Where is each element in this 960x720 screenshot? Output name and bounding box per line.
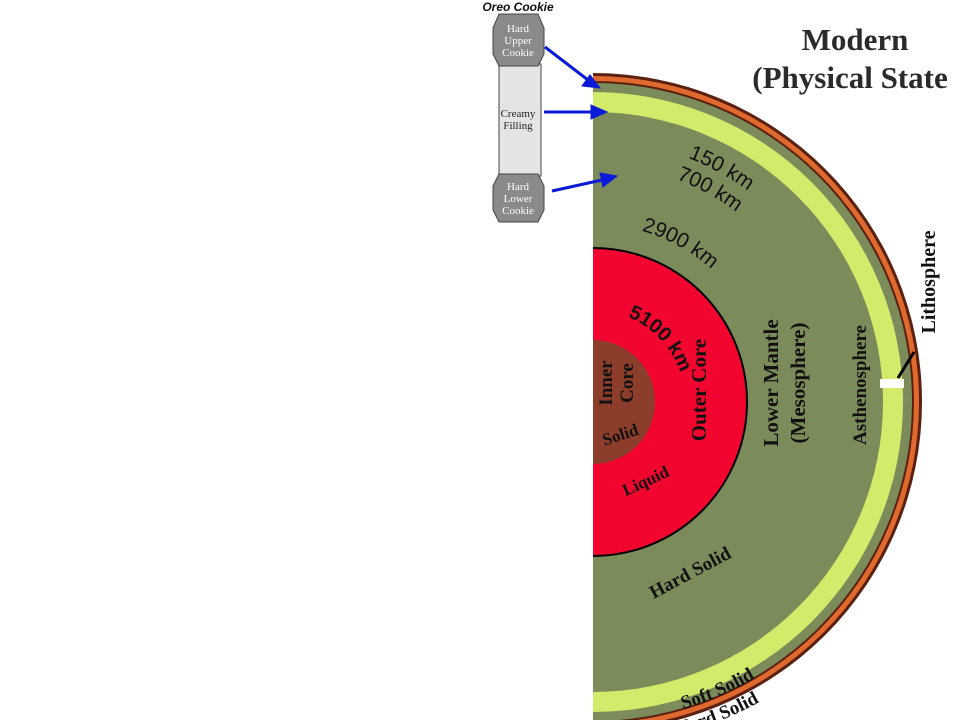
earth-half-section (593, 73, 922, 720)
oreo-upper-line3: Cookie (502, 47, 534, 59)
oreo-lower-cookie (492, 173, 545, 223)
lithosphere-pointer-line (896, 351, 916, 379)
outer-core-label: Outer Core (687, 339, 711, 441)
oreo-lower-line1: Hard (507, 181, 529, 193)
analogy-arrows (544, 45, 619, 193)
lithosphere-marker (880, 379, 904, 388)
oreo-upper-line1: Hard (507, 23, 529, 35)
inner-core-layer (593, 340, 655, 464)
outer-core-layer (593, 247, 748, 557)
oreo-upper-line2: Upper (504, 35, 532, 47)
title-line-1: Modern (802, 22, 909, 57)
lower-mantle-label-line2: (Mesosphere) (786, 323, 810, 444)
oreo-lower-line3: Cookie (502, 205, 534, 217)
inner-core-label-line1: Inner (596, 360, 617, 406)
asthenosphere-label: Asthenosphere (850, 325, 871, 445)
lower-mantle-label-line1: Lower Mantle (759, 319, 783, 446)
lithosphere-label: Lithosphere (918, 230, 940, 333)
arrowhead-upper (581, 74, 602, 89)
oreo-lower-line2: Lower (504, 193, 533, 205)
arrowhead-filling (590, 104, 609, 120)
arrow-upper-to-lithosphere (544, 45, 589, 82)
inner-core-label-group: Inner Core (596, 360, 638, 406)
oreo-cookie-heading: Oreo Cookie (482, 0, 554, 14)
oreo-upper-cookie (492, 13, 545, 67)
arrow-lower-to-mantle (551, 178, 603, 193)
oreo-filling-line2: Filling (503, 120, 533, 132)
oreo-filling-line1: Creamy (501, 108, 536, 120)
arrowhead-lower (599, 172, 619, 188)
inner-core-label-line2: Core (617, 363, 638, 403)
title-line-2: (Physical State (752, 60, 947, 95)
